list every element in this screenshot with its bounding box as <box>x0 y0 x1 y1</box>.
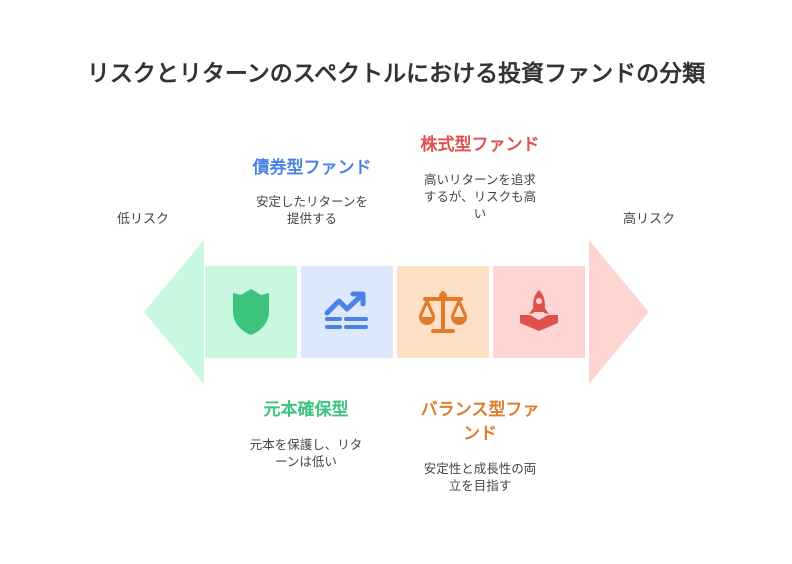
trend-up-icon <box>324 291 368 329</box>
panel-bond-fund <box>301 266 393 358</box>
rocket-icon <box>520 290 558 331</box>
desc-line: 安定したリターンを <box>256 194 368 209</box>
panel-principal-protected <box>205 266 297 358</box>
desc-line: 元本を保護し、リタ <box>249 437 363 452</box>
panel-equity-fund <box>493 266 585 358</box>
panel-balanced-fund <box>397 266 489 358</box>
principal-protected-heading: 元本確保型 <box>263 400 349 420</box>
desc-line: 安定性と成長性の両 <box>423 461 537 476</box>
desc-line: するが、リスクも高 <box>423 189 537 204</box>
right-arrow-head <box>589 240 649 384</box>
principal-protected-description: 元本を保護し、リタ ーンは低い <box>226 436 386 470</box>
bond-fund-description: 安定したリターンを 提供する <box>232 193 392 227</box>
desc-line: 高いリターンを追求 <box>424 172 536 187</box>
desc-line: い <box>473 206 487 221</box>
desc-line: ーンは低い <box>275 454 337 469</box>
equity-fund-heading: 株式型ファンド <box>420 135 540 155</box>
desc-line: 提供する <box>286 211 337 226</box>
page-title: リスクとリターンのスペクトルにおける投資ファンドの分類 <box>86 61 706 87</box>
desc-line: 立を目指す <box>448 478 512 493</box>
bond-fund-heading: 債券型ファンド <box>252 158 372 178</box>
scale-icon <box>418 291 468 333</box>
left-arrow-head <box>144 240 204 384</box>
balanced-fund-heading: バランス型ファ ンド <box>400 398 560 446</box>
heading-line: ンド <box>463 424 497 444</box>
shield-icon <box>233 289 269 335</box>
high-risk-label: 高リスク <box>622 212 675 227</box>
equity-fund-description: 高いリターンを追求 するが、リスクも高 い <box>400 171 560 222</box>
low-risk-label: 低リスク <box>116 212 169 227</box>
balanced-fund-description: 安定性と成長性の両 立を目指す <box>400 460 560 494</box>
heading-line: バランス型ファ <box>420 400 540 420</box>
